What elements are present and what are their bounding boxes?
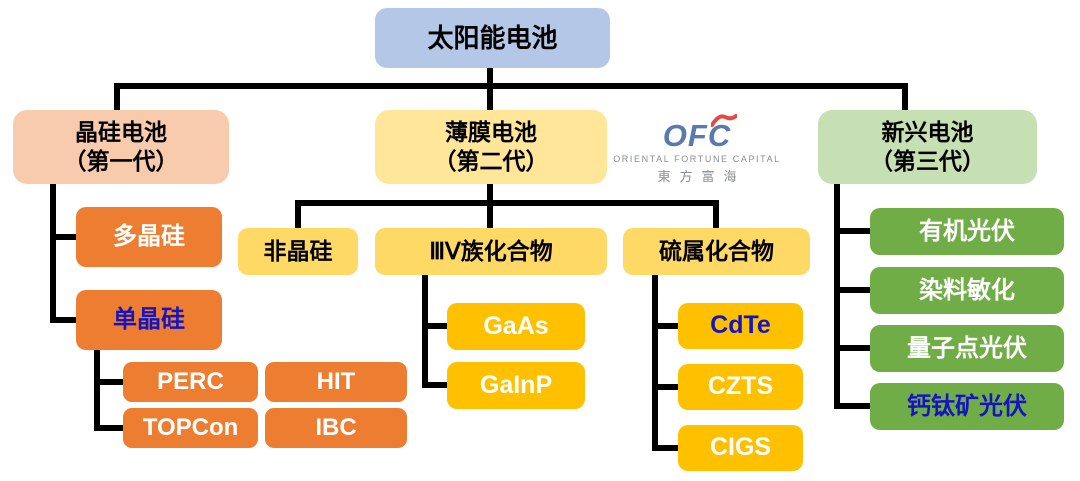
connector <box>295 200 719 206</box>
node-thin-film-gen2: 薄膜电池 （第二代） <box>375 110 607 184</box>
connector <box>422 275 428 388</box>
connector <box>114 83 908 89</box>
node-gaas: GaAs <box>447 303 585 350</box>
connector <box>50 183 56 323</box>
connector <box>834 403 870 409</box>
node-crystalline-silicon-gen1: 晶硅电池 （第一代） <box>13 110 229 184</box>
connector <box>713 200 719 228</box>
node-label: 硫属化合物 <box>659 238 774 265</box>
node-label: 太阳能电池 <box>427 22 558 53</box>
node-cdte: CdTe <box>678 303 803 349</box>
node-hit: HIT <box>265 362 407 402</box>
connector <box>834 183 840 409</box>
ofc-caption: ORIENTAL FORTUNE CAPITAL <box>613 154 781 164</box>
node-label: 量子点光伏 <box>907 334 1027 362</box>
node-label: 晶硅电池 <box>75 119 167 146</box>
node-label: 单晶硅 <box>113 306 185 333</box>
node-dye-sensitized: 染料敏化 <box>870 267 1064 314</box>
connector <box>834 345 870 351</box>
node-label: 多晶硅 <box>113 223 185 250</box>
node-monosilicon: 单晶硅 <box>76 290 222 350</box>
connector <box>50 234 76 240</box>
node-label: ⅢⅤ族化合物 <box>429 238 553 265</box>
node-label: CZTS <box>707 372 774 401</box>
connector <box>902 83 908 110</box>
node-label: HIT <box>316 368 356 395</box>
node-label: GaAs <box>483 311 549 340</box>
connector <box>834 287 870 293</box>
connector <box>94 350 100 431</box>
node-label: 钙钛矿光伏 <box>907 392 1027 420</box>
connector <box>652 384 678 390</box>
node-sublabel: （第一代） <box>63 148 179 174</box>
connector <box>94 425 123 431</box>
connector <box>487 68 493 110</box>
node-label: TOPCon <box>142 414 239 441</box>
connector <box>295 200 301 228</box>
node-quantum-dot-pv: 量子点光伏 <box>870 325 1064 372</box>
connector <box>652 445 678 451</box>
node-sublabel: （第三代） <box>870 148 985 174</box>
node-label: 薄膜电池 <box>445 119 537 146</box>
node-label: 非晶硅 <box>263 238 333 265</box>
node-amorphous-silicon: 非晶硅 <box>238 228 358 275</box>
node-polysilicon: 多晶硅 <box>76 207 222 267</box>
connector <box>114 83 120 110</box>
connector <box>652 323 678 329</box>
node-perovskite-pv: 钙钛矿光伏 <box>870 383 1064 430</box>
node-sublabel: （第二代） <box>433 148 549 174</box>
node-label: 新兴电池 <box>881 119 974 146</box>
node-gainp: GaInP <box>447 362 585 409</box>
connector <box>94 379 123 385</box>
node-organic-pv: 有机光伏 <box>870 208 1064 255</box>
connector <box>422 382 447 388</box>
ofc-chinese-name: 東方富海 <box>657 169 746 184</box>
node-perc: PERC <box>123 362 258 402</box>
node-chalcogenide-compounds: 硫属化合物 <box>623 228 810 275</box>
connector <box>422 323 447 329</box>
ofc-logo: OFC ORIENTAL FORTUNE CAPITAL 東方富海 <box>612 114 782 192</box>
node-label: 有机光伏 <box>919 217 1015 245</box>
connector <box>652 275 658 451</box>
ofc-wordmark: OFC <box>662 114 738 153</box>
node-label: PERC <box>157 368 224 395</box>
node-label: IBC <box>315 414 357 441</box>
ofc-swoosh-icon <box>711 114 738 127</box>
ofc-wordmark-text: OFC <box>662 118 732 153</box>
node-iii-v-compounds: ⅢⅤ族化合物 <box>375 228 607 275</box>
connector <box>834 228 870 234</box>
node-emerging-gen3: 新兴电池 （第三代） <box>818 110 1037 184</box>
node-label: GaInP <box>479 370 553 399</box>
node-label: CdTe <box>710 311 771 340</box>
node-cigs: CIGS <box>678 425 803 471</box>
node-ibc: IBC <box>265 408 407 448</box>
connector <box>50 317 76 323</box>
node-czts: CZTS <box>678 364 803 410</box>
node-solar-cell: 太阳能电池 <box>375 8 610 68</box>
node-topcon: TOPCon <box>123 408 258 448</box>
node-label: 染料敏化 <box>919 276 1015 304</box>
node-label: CIGS <box>709 433 772 462</box>
